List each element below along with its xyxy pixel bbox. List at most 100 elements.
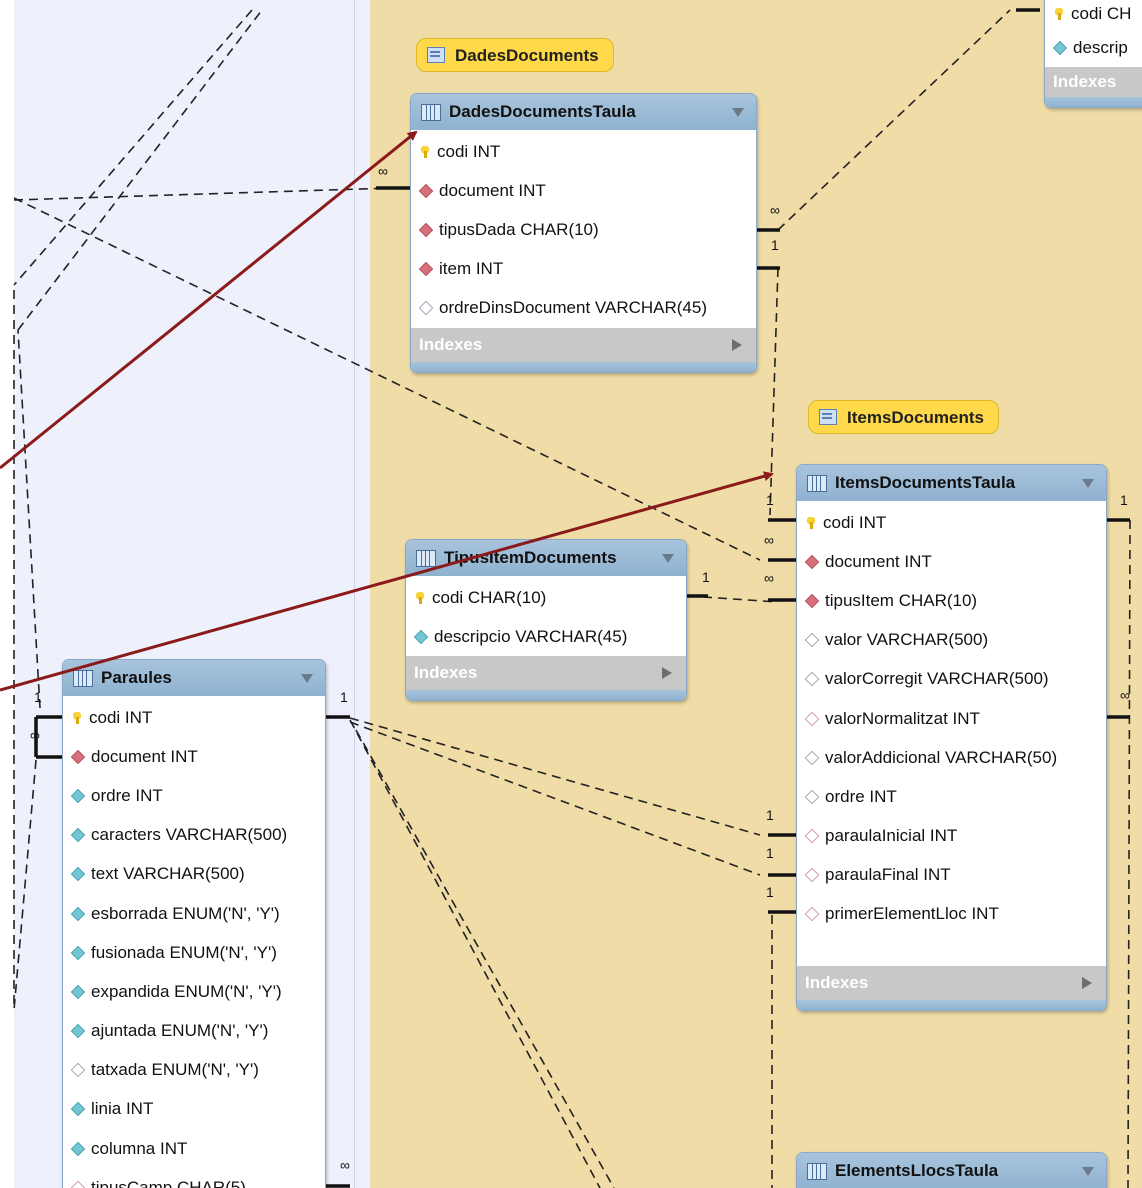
indexes-bar[interactable]: Indexes [1045,67,1142,97]
column-label: columna INT [91,1138,188,1158]
column-row[interactable]: document INT [411,171,756,210]
table-columns: codi CH descrip [1045,0,1142,67]
column-row[interactable]: paraulaFinal INT [797,856,1106,895]
column-label: ordre INT [825,786,897,806]
column-row[interactable]: ajuntada ENUM('N', 'Y') [63,1012,325,1051]
table-header[interactable]: ItemsDocumentsTaula [797,465,1106,501]
column-row[interactable]: tipusItem CHAR(10) [797,581,1106,620]
layer-label-dades[interactable]: DadesDocuments [416,38,614,72]
table-paraules[interactable]: Paraules codi INT document INT ordre INT… [62,659,326,1188]
indexes-label: Indexes [805,973,869,993]
layer-label-items[interactable]: ItemsDocuments [808,400,999,434]
column-label: tipusItem CHAR(10) [825,590,978,610]
column-row[interactable]: codi CHAR(10) [406,578,686,617]
column-row[interactable]: esborrada ENUM('N', 'Y') [63,894,325,933]
indexes-bar[interactable]: Indexes [411,327,756,362]
column-row[interactable]: caracters VARCHAR(500) [63,816,325,855]
primary-key-icon [71,711,83,724]
indexes-label: Indexes [419,334,483,354]
column-row[interactable]: item INT [411,250,756,289]
column-label: linia INT [91,1099,154,1119]
cardinality-one: 1 [766,845,774,861]
column-row[interactable]: tipusDada CHAR(10) [411,210,756,249]
column-row[interactable]: valorNormalitzat INT [797,699,1106,738]
column-row[interactable]: document INT [797,542,1106,581]
indexes-bar[interactable]: Indexes [406,656,686,691]
cardinality-one: 1 [34,689,42,705]
column-row[interactable]: valorCorregit VARCHAR(500) [797,660,1106,699]
cardinality-one: 1 [771,237,779,253]
relationship-line [13,187,393,201]
table-header[interactable]: Paraules [63,660,325,696]
column-label: esborrada ENUM('N', 'Y') [91,903,280,923]
cardinality-one: 1 [766,884,774,900]
column-row[interactable]: fusionada ENUM('N', 'Y') [63,933,325,972]
grid-line [354,0,355,1188]
column-row[interactable]: expandida ENUM('N', 'Y') [63,972,325,1011]
column-row[interactable]: ordre INT [63,776,325,815]
column-row[interactable]: descrip [1045,29,1142,67]
column-row[interactable]: document INT [63,737,325,776]
table-header[interactable]: DadesDocumentsTaula [411,94,756,130]
column-row[interactable]: tipusCamp CHAR(5) [63,1168,325,1188]
column-row[interactable]: tatxada ENUM('N', 'Y') [63,1051,325,1090]
relationship-line [1127,519,1131,1188]
column-row[interactable]: codi INT [63,698,325,737]
table-items-documents[interactable]: ItemsDocumentsTaula codi INT document IN… [796,464,1107,1012]
column-row[interactable]: valorAddicional VARCHAR(50) [797,738,1106,777]
column-label: tipusCamp CHAR(5) [91,1177,246,1188]
collapse-arrow-icon[interactable] [1082,1166,1094,1176]
table-icon [807,474,827,492]
column-label: codi INT [89,707,153,727]
column-label: codi CH [1071,4,1132,23]
expand-arrow-icon[interactable] [662,667,672,680]
collapse-arrow-icon[interactable] [301,673,313,683]
column-label: valorCorregit VARCHAR(500) [825,669,1049,689]
column-row[interactable]: ordreDinsDocument VARCHAR(45) [411,289,756,328]
table-columns: codi CHAR(10) descripcio VARCHAR(45) [406,576,686,656]
expand-arrow-icon[interactable] [1082,977,1092,990]
relationship-line [13,759,37,1011]
table-title: Paraules [101,668,172,687]
table-icon [73,669,93,687]
column-row[interactable]: columna INT [63,1129,325,1168]
primary-key-icon [1053,8,1065,20]
column-row[interactable]: linia INT [63,1090,325,1129]
cardinality-many: ∞ [770,202,780,218]
relationship-line [17,9,263,331]
collapse-arrow-icon[interactable] [732,107,744,117]
relationship-line [17,329,41,709]
table-elements-llocs[interactable]: ElementsLlocsTaula [796,1152,1107,1188]
column-row[interactable]: primerElementLloc INT [797,895,1106,934]
table-columns: codi INT document INT ordre INT caracter… [63,696,325,1188]
column-row[interactable]: text VARCHAR(500) [63,855,325,894]
expand-arrow-icon[interactable] [732,338,742,351]
cardinality-one: 1 [702,569,710,585]
table-header[interactable]: TipusItemDocuments [406,540,686,576]
column-label: document INT [825,551,932,571]
column-row[interactable]: codi INT [797,503,1106,542]
primary-key-icon [419,145,431,158]
cardinality-many: ∞ [764,570,774,586]
column-label: valor VARCHAR(500) [825,630,989,650]
collapse-arrow-icon[interactable] [1082,478,1094,488]
table-bottom [1045,97,1142,107]
cardinality-many: ∞ [378,163,388,179]
table-topright[interactable]: codi CH descrip Indexes [1044,0,1142,108]
cardinality-many: ∞ [764,532,774,548]
column-row[interactable]: ordre INT [797,777,1106,816]
column-row[interactable]: codi CH [1045,0,1142,29]
relationship-line [13,197,761,561]
table-tipus-item-documents[interactable]: TipusItemDocuments codi CHAR(10) descrip… [405,539,687,702]
column-row[interactable]: descripcio VARCHAR(45) [406,617,686,656]
indexes-bar[interactable]: Indexes [797,966,1106,1001]
table-header[interactable]: ElementsLlocsTaula [797,1153,1106,1188]
table-dades-documents[interactable]: DadesDocumentsTaula codi INT document IN… [410,93,757,373]
column-row[interactable]: valor VARCHAR(500) [797,621,1106,660]
collapse-arrow-icon[interactable] [662,553,674,563]
column-label: document INT [439,180,546,200]
cardinality-one: 1 [1120,492,1128,508]
column-row[interactable]: paraulaInicial INT [797,817,1106,856]
column-row[interactable]: codi INT [411,132,756,171]
